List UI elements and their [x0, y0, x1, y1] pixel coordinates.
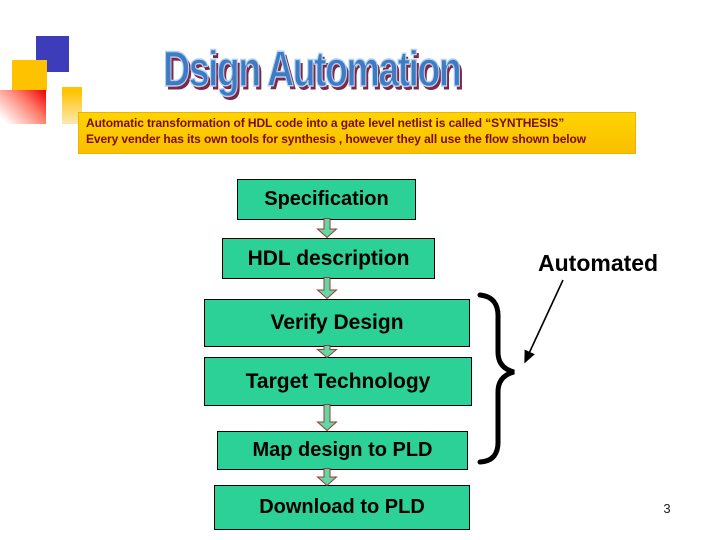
decor-red-fade-square — [0, 90, 46, 124]
flow-box-label: Specification — [264, 188, 389, 210]
flow-box-label: Verify Design — [270, 311, 404, 334]
flow-box-verify-design: Verify Design — [204, 299, 470, 347]
down-arrow-icon — [316, 345, 338, 358]
decor-yellow-fade-square — [62, 87, 82, 124]
flow-box-specification: Specification — [237, 179, 416, 220]
flow-box-label: Download to PLD — [259, 496, 425, 518]
page-number: 3 — [663, 501, 671, 516]
slide-title: Dsign Automation — [162, 40, 462, 97]
down-arrow-icon — [316, 468, 338, 486]
flow-box-download-to-pld: Download to PLD — [214, 485, 470, 530]
automated-label: Automated — [538, 250, 659, 276]
down-arrow-icon — [316, 218, 338, 238]
flow-box-target-technology: Target Technology — [204, 357, 472, 406]
note-line-1: Automatic transformation of HDL code int… — [86, 116, 565, 130]
flow-box-label: HDL description — [247, 246, 410, 270]
down-arrow-icon — [316, 404, 338, 431]
flow-box-label: Target Technology — [245, 369, 431, 393]
decor-yellow-square — [12, 60, 47, 91]
down-arrow-icon — [316, 277, 338, 299]
flow-box-map-design-to-pld: Map design to PLD — [217, 431, 468, 470]
flow-box-label: Map design to PLD — [252, 439, 433, 461]
note-line-2: Every vender has its own tools for synth… — [86, 131, 586, 146]
note-box: Automatic transformation of HDL code int… — [78, 112, 636, 154]
curly-brace — [477, 292, 515, 465]
flow-box-hdl-description: HDL description — [222, 238, 435, 279]
annotation-arrow-icon — [524, 279, 564, 364]
